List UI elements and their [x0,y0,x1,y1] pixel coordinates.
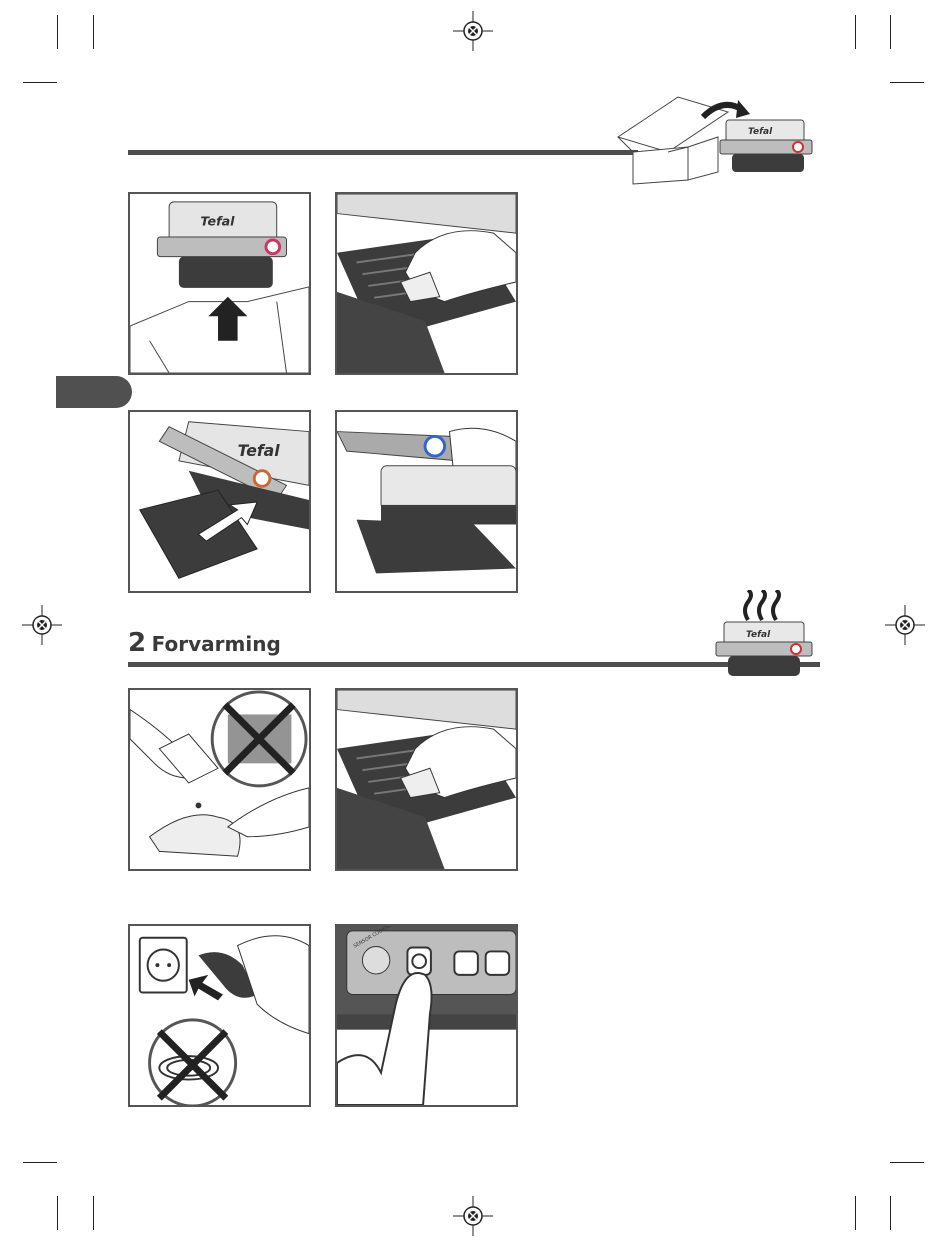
unboxing-illustration: Tefal [608,92,820,187]
preheat-grill-icon: Tefal [710,590,818,686]
panel-wipe-plates [335,192,518,375]
registration-mark-right [885,605,925,645]
panel-lift-lid [335,410,518,593]
language-tab [56,376,132,408]
section-number: 2 [128,628,146,658]
panel-wipe-plates-2 [335,688,518,871]
registration-mark-left [22,605,62,645]
registration-mark-top [453,11,493,51]
svg-text:Tefal: Tefal [746,630,771,640]
panel-press-power: SENSOR COOKING [335,924,518,1107]
panel-insert-tray: Tefal [128,410,311,593]
logo-text: Tefal [748,127,773,137]
section-1-rule [128,150,638,155]
section-title-text: Forvarming [152,632,281,656]
panel-plug-in [128,924,311,1107]
svg-text:Tefal: Tefal [238,441,281,460]
registration-mark-bottom [453,1196,493,1236]
panel-unpack-grill: Tefal [128,192,311,375]
panel-detergent-no-scourer [128,688,311,871]
svg-text:Tefal: Tefal [200,213,235,228]
section-2-title: 2 Forvarming [128,628,281,658]
